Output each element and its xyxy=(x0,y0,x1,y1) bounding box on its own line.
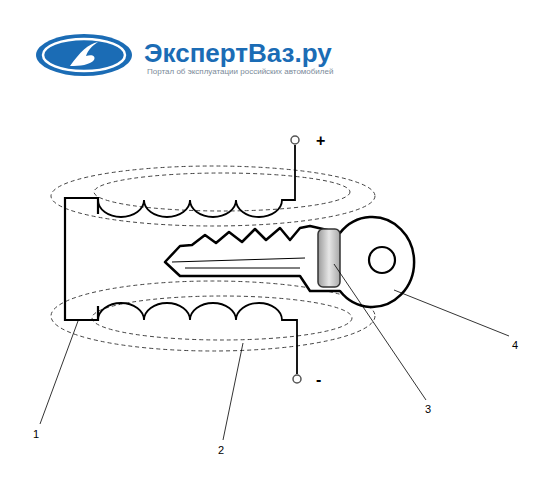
coil-winding xyxy=(98,145,295,217)
logo-subtitle: Портал об эксплуатации российских автомо… xyxy=(147,68,333,76)
callout-number: 1 xyxy=(33,429,39,440)
key-groove xyxy=(172,258,305,268)
callout-number: 3 xyxy=(425,404,431,415)
callout-number: 4 xyxy=(512,340,518,351)
coil-winding xyxy=(98,303,297,374)
logo-emblem xyxy=(36,34,132,76)
callout-number: 2 xyxy=(218,445,224,456)
coil-former xyxy=(65,198,98,320)
terminal-sign: - xyxy=(316,372,321,388)
terminal-sign: + xyxy=(316,133,325,149)
terminal xyxy=(291,136,299,144)
terminal xyxy=(293,375,301,383)
key xyxy=(165,217,414,307)
key-hole xyxy=(369,247,395,273)
leader-line xyxy=(40,264,509,440)
logo-text: ЭкспертВаз.ру xyxy=(144,40,332,66)
transponder-chip xyxy=(318,229,340,287)
